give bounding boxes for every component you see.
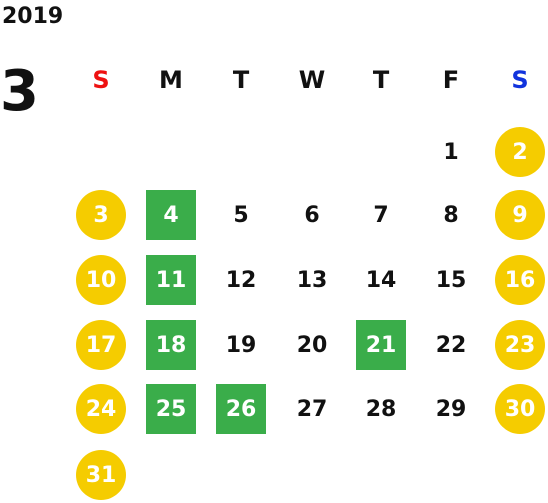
weekday-header-wed: W (298, 66, 326, 94)
day-cell-18[interactable]: 18 (146, 320, 196, 370)
day-cell-27[interactable]: 27 (296, 396, 328, 422)
day-cell-12[interactable]: 12 (225, 267, 257, 293)
day-cell-4[interactable]: 4 (146, 190, 196, 240)
weekday-header-sat: S (511, 66, 529, 94)
day-cell-2[interactable]: 2 (495, 127, 545, 177)
day-cell-16[interactable]: 16 (495, 255, 545, 305)
weekday-header-tue: T (232, 66, 250, 94)
day-cell-11[interactable]: 11 (146, 255, 196, 305)
day-cell-30[interactable]: 30 (495, 384, 545, 434)
day-cell-8[interactable]: 8 (443, 202, 459, 228)
weekday-header-fri: F (442, 66, 460, 94)
weekday-header-sun: S (92, 66, 110, 94)
day-cell-31[interactable]: 31 (76, 450, 126, 500)
day-cell-20[interactable]: 20 (296, 332, 328, 358)
weekday-header-mon: M (159, 66, 183, 94)
day-cell-6[interactable]: 6 (304, 202, 320, 228)
day-cell-13[interactable]: 13 (296, 267, 328, 293)
day-cell-9[interactable]: 9 (495, 190, 545, 240)
day-cell-3[interactable]: 3 (76, 190, 126, 240)
day-cell-15[interactable]: 15 (435, 267, 467, 293)
day-cell-5[interactable]: 5 (233, 202, 249, 228)
year-label: 2019 (2, 4, 64, 29)
day-cell-1[interactable]: 1 (443, 139, 459, 165)
day-cell-14[interactable]: 14 (365, 267, 397, 293)
day-cell-7[interactable]: 7 (373, 202, 389, 228)
day-cell-26[interactable]: 26 (216, 384, 266, 434)
day-cell-29[interactable]: 29 (435, 396, 467, 422)
day-cell-21[interactable]: 21 (356, 320, 406, 370)
day-cell-17[interactable]: 17 (76, 320, 126, 370)
month-number: 3 (0, 59, 39, 124)
day-cell-10[interactable]: 10 (76, 255, 126, 305)
day-cell-25[interactable]: 25 (146, 384, 196, 434)
day-cell-28[interactable]: 28 (365, 396, 397, 422)
day-cell-22[interactable]: 22 (435, 332, 467, 358)
weekday-header-thu: T (372, 66, 390, 94)
day-cell-23[interactable]: 23 (495, 320, 545, 370)
day-cell-19[interactable]: 19 (225, 332, 257, 358)
day-cell-24[interactable]: 24 (76, 384, 126, 434)
